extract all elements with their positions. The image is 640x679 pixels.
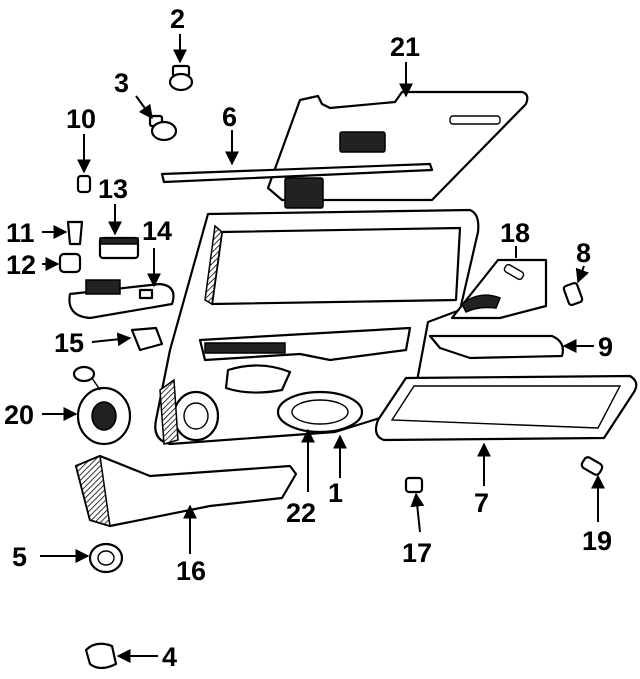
callout-16: 16 — [176, 556, 206, 586]
callout-5: 5 — [12, 542, 27, 572]
callout-12: 12 — [6, 250, 36, 280]
part-19-plug — [580, 456, 604, 476]
part-10-screw — [76, 174, 92, 194]
part-5-grommet — [88, 542, 124, 574]
part-8-screw — [562, 281, 584, 307]
callout-21: 21 — [390, 32, 420, 62]
callout-15: 15 — [54, 328, 84, 358]
part-3-clip — [148, 114, 178, 142]
leader-lines — [40, 34, 605, 663]
callout-8: 8 — [576, 238, 591, 268]
callout-4: 4 — [162, 642, 177, 672]
part-13-switch — [98, 236, 140, 260]
part-7-map-pocket — [374, 374, 638, 442]
callout-14: 14 — [142, 216, 172, 246]
part-6-weatherstrip — [160, 162, 434, 184]
callout-10: 10 — [66, 104, 96, 134]
part-15-clip — [130, 326, 164, 352]
part-9-pull-handle — [428, 334, 564, 360]
part-18-handle-bezel — [450, 258, 548, 320]
callout-2: 2 — [170, 4, 185, 34]
callout-3: 3 — [114, 68, 129, 98]
part-22-speaker-grille — [276, 390, 364, 434]
callout-6: 6 — [222, 102, 237, 132]
callout-20: 20 — [4, 400, 34, 430]
part-16-armrest-panel — [74, 454, 298, 528]
part-17-clip — [404, 476, 424, 494]
callout-9: 9 — [598, 332, 613, 362]
callout-22: 22 — [286, 498, 316, 528]
part-20-speaker — [72, 365, 132, 446]
part-12-socket — [58, 252, 82, 274]
callout-18: 18 — [500, 218, 530, 248]
callout-7: 7 — [474, 488, 489, 518]
part-14-switch-bezel — [68, 279, 175, 320]
part-11-bulb — [66, 220, 84, 246]
callout-1: 1 — [328, 478, 343, 508]
callout-labels: 1 2 3 4 5 6 7 8 9 10 11 12 13 14 15 16 1… — [4, 4, 613, 672]
part-2-clip — [168, 64, 194, 92]
callout-13: 13 — [98, 174, 128, 204]
part-1-door-trim-panel — [154, 208, 480, 446]
callout-11: 11 — [6, 218, 35, 248]
part-4-cap — [84, 642, 118, 670]
part-21-upper-trim-panel — [266, 90, 529, 209]
callout-17: 17 — [402, 538, 432, 568]
callout-19: 19 — [582, 526, 612, 556]
